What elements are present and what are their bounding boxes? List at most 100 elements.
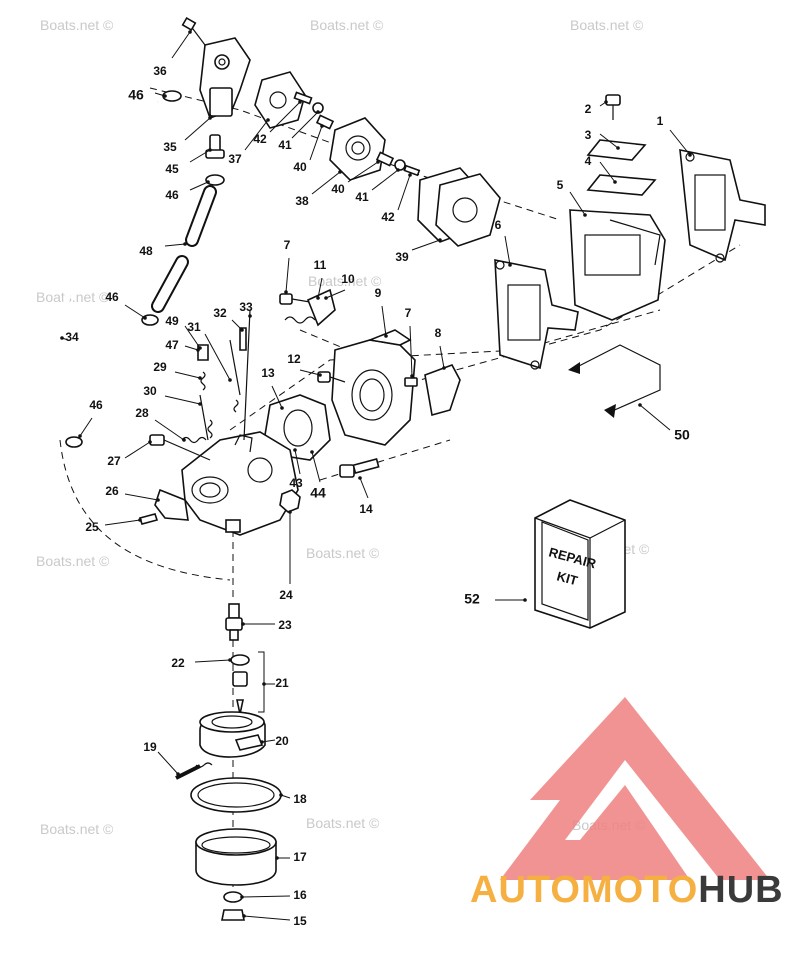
callout-leader-tip — [208, 148, 212, 152]
callout-number: 40 — [293, 160, 307, 174]
callout-leader-tip — [208, 116, 212, 120]
callout-leader-line — [241, 895, 291, 898]
callout-number: 29 — [153, 360, 167, 374]
bolt-14 — [339, 458, 380, 478]
callout-hose-clamp: 46 — [128, 87, 167, 103]
callout-leader-tip — [604, 100, 608, 104]
callout-leader-line — [79, 417, 93, 437]
callout-leader-line — [381, 305, 387, 337]
reed-block-5 — [569, 209, 666, 321]
carburetor-body — [181, 431, 299, 536]
callout-leader-line — [271, 385, 283, 409]
callout-leader-tip — [284, 290, 288, 294]
callout-leader-tip — [156, 498, 160, 502]
callout-number: 28 — [135, 406, 149, 420]
callout-number: 16 — [293, 888, 307, 902]
callout-number: 35 — [163, 140, 177, 154]
spring-11 — [284, 316, 316, 324]
callout-number: 30 — [143, 384, 157, 398]
callout-leader-tip — [163, 94, 167, 98]
callout-number: 2 — [585, 102, 592, 116]
callout-leader-tip — [508, 263, 512, 267]
watermark: Boats.net © — [40, 821, 114, 837]
pump-cover-38 — [329, 117, 386, 181]
callout-washer: 22 — [171, 656, 232, 670]
callout-number: 9 — [375, 286, 382, 300]
callout-leader-tip — [384, 334, 388, 338]
fitting-45 — [205, 134, 225, 159]
callout-screw: 2 — [585, 100, 608, 116]
logo-text-automoto: AUTOMOTO — [470, 869, 698, 911]
callout-leader-tip — [408, 173, 412, 177]
callout-number: 42 — [253, 132, 267, 146]
callout-gasket: 13 — [261, 366, 284, 410]
callout-leader-tip — [206, 180, 210, 184]
clamp-46 — [205, 174, 225, 186]
callout-screw: 42 — [381, 173, 412, 224]
callout-spring: 31 — [187, 320, 232, 382]
callout-number: 52 — [464, 591, 480, 607]
callout-leader-line — [409, 325, 413, 377]
callout-leader-line — [325, 289, 346, 299]
washer-16 — [223, 891, 243, 903]
callout-diaphragm: 37 — [228, 118, 270, 166]
callout-number: 38 — [295, 194, 309, 208]
callout-leader-tip — [318, 373, 322, 377]
callout-leader-line — [311, 171, 341, 195]
inlet-needle-21 — [232, 671, 248, 715]
callout-spring: 28 — [135, 406, 186, 442]
callout-leader-line — [104, 519, 141, 526]
callout-screw: 7 — [284, 238, 291, 294]
clamp-46-bottom — [65, 436, 83, 448]
callout-number: 40 — [331, 182, 345, 196]
screw-15 — [221, 909, 245, 921]
stop-plate-3 — [586, 139, 647, 161]
callout-leader-tip — [688, 153, 692, 157]
callout-leader-tip — [310, 450, 314, 454]
callout-idle-screw: 30 — [143, 384, 202, 406]
logo-text: AUTOMOTOHUB — [470, 869, 784, 911]
callout-number: 12 — [287, 352, 301, 366]
callout-leader-tip — [438, 238, 442, 242]
logo-text-hub: HUB — [698, 869, 783, 911]
callout-leader-line — [359, 477, 369, 499]
callout-leader-line — [164, 395, 201, 405]
callout-leader-line — [184, 117, 211, 141]
callout-number: 36 — [153, 64, 167, 78]
callout-plate: 26 — [105, 484, 160, 502]
callout-leader-tip — [248, 314, 252, 318]
callout-spring: 29 — [153, 360, 202, 380]
callout-leader-tip — [442, 366, 446, 370]
callout-spring: 33 — [239, 300, 253, 318]
float-bowl-17 — [195, 828, 277, 886]
reed-4 — [586, 174, 657, 196]
callout-leader-tip — [176, 772, 180, 776]
callout-leader-line — [669, 129, 691, 156]
callout-leader-line — [504, 235, 511, 266]
watermark: Boats.net © — [570, 17, 644, 33]
callout-screw: 47 — [165, 338, 200, 352]
watermark: Boats.net © — [306, 815, 380, 831]
gasket-6 — [494, 259, 579, 370]
callout-spring: 11 — [314, 258, 327, 300]
callout-float: 20 — [260, 734, 289, 748]
callout-number: 25 — [85, 520, 99, 534]
watermark: Boats.net © — [306, 545, 380, 561]
callout-leader-tip — [240, 328, 244, 332]
callout-leader-tip — [358, 476, 362, 480]
callout-number: 46 — [165, 188, 179, 202]
callout-number: 21 — [275, 676, 289, 690]
idle-screw-30 — [199, 394, 209, 441]
callout-fuel-hose: 34 — [60, 330, 79, 344]
callout-leader-tip — [638, 403, 642, 407]
callout-leader-tip — [280, 406, 284, 410]
callout-number: 22 — [171, 656, 185, 670]
callout-number: 41 — [278, 138, 292, 152]
logo-triangle-mark — [500, 697, 770, 880]
callout-leader-line — [157, 751, 179, 775]
callout-leader-tip — [196, 348, 200, 352]
callout-leader-line — [269, 101, 301, 133]
callout-leader-tip — [78, 434, 82, 438]
callout-leader-line — [184, 325, 201, 349]
